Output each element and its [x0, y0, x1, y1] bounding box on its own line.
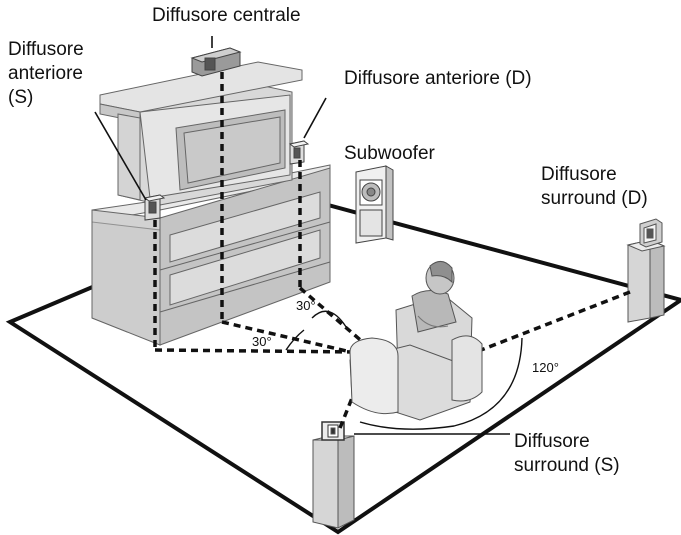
label-subwoofer: Subwoofer — [344, 143, 435, 164]
label-front-left-line1: Diffusore — [8, 39, 84, 60]
subwoofer-speaker — [355, 165, 394, 244]
label-surround-left-line2: surround (S) — [514, 455, 620, 476]
angle-front-lower: 30° — [252, 334, 272, 349]
angle-surround: 120° — [532, 360, 559, 375]
label-surround-left-line1: Diffusore — [514, 431, 590, 452]
angle-arcs — [285, 310, 523, 430]
listener-armchair — [349, 261, 483, 421]
surround-right-speaker — [626, 218, 666, 323]
label-center-speaker: Diffusore centrale — [152, 5, 301, 26]
angle-front-upper: 30° — [296, 298, 316, 313]
television — [117, 81, 293, 206]
surround-left-speaker — [312, 421, 355, 529]
front-right-speaker — [288, 140, 310, 165]
label-surround-right-line2: surround (D) — [541, 188, 648, 209]
label-surround-right-line1: Diffusore — [541, 164, 617, 185]
center-speaker — [190, 47, 242, 77]
label-front-left-line2: anteriore — [8, 63, 83, 84]
label-front-right-speaker: Diffusore anteriore (D) — [344, 68, 532, 89]
top-shelf — [99, 61, 303, 201]
front-left-speaker — [143, 194, 166, 221]
label-front-left-line3: (S) — [8, 87, 34, 108]
leader-lines — [94, 36, 510, 435]
